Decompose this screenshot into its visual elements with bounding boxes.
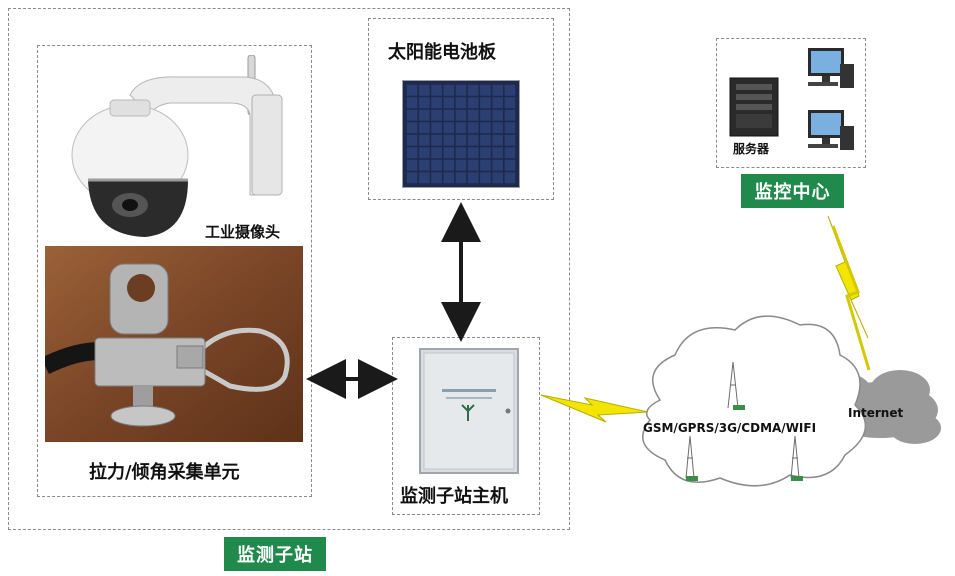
solar-cell bbox=[406, 109, 418, 121]
server-label: 服务器 bbox=[733, 142, 770, 156]
solar-cell bbox=[419, 97, 430, 109]
solar-cell bbox=[419, 84, 430, 96]
sensor-label: 拉力/倾角采集单元 bbox=[89, 462, 240, 483]
solar-cell bbox=[431, 84, 442, 96]
center-frame bbox=[716, 38, 866, 168]
solar-cell bbox=[455, 84, 467, 96]
solar-cell bbox=[480, 147, 491, 159]
solar-cell bbox=[492, 172, 503, 184]
solar-cell bbox=[443, 122, 455, 134]
solar-frame bbox=[368, 18, 554, 200]
solar-cell bbox=[406, 122, 418, 134]
solar-cell bbox=[467, 134, 479, 146]
sensor-frame bbox=[37, 45, 312, 497]
solar-cell bbox=[504, 134, 516, 146]
solar-cell bbox=[406, 84, 418, 96]
solar-cell bbox=[455, 109, 467, 121]
solar-cell bbox=[504, 109, 516, 121]
solar-cell bbox=[443, 97, 455, 109]
solar-cell bbox=[431, 147, 442, 159]
substation-tag: 监测子站 bbox=[224, 537, 326, 571]
solar-cell bbox=[406, 147, 418, 159]
solar-cell bbox=[467, 97, 479, 109]
solar-cell bbox=[431, 134, 442, 146]
solar-cell bbox=[419, 122, 430, 134]
solar-cell bbox=[480, 172, 491, 184]
solar-cell bbox=[504, 159, 516, 171]
solar-cell bbox=[431, 109, 442, 121]
gsm-cloud bbox=[641, 315, 867, 487]
host-label: 监测子站主机 bbox=[400, 486, 508, 507]
solar-cell bbox=[431, 122, 442, 134]
solar-cell bbox=[419, 159, 430, 171]
sensor-image bbox=[45, 246, 303, 442]
solar-cell bbox=[431, 172, 442, 184]
solar-cell bbox=[455, 159, 467, 171]
solar-cell bbox=[492, 97, 503, 109]
computers-image bbox=[722, 42, 862, 162]
solar-cell bbox=[504, 172, 516, 184]
lightning-host-gsm bbox=[540, 394, 649, 423]
solar-cell bbox=[504, 97, 516, 109]
solar-cell bbox=[455, 122, 467, 134]
center-tag: 监控中心 bbox=[741, 174, 844, 208]
solar-cell bbox=[443, 159, 455, 171]
solar-cell bbox=[431, 97, 442, 109]
solar-cell bbox=[480, 159, 491, 171]
solar-cell bbox=[455, 97, 467, 109]
solar-cell bbox=[467, 172, 479, 184]
solar-cell bbox=[406, 134, 418, 146]
solar-cell bbox=[467, 159, 479, 171]
solar-cell bbox=[431, 159, 442, 171]
solar-cell bbox=[443, 147, 455, 159]
solar-cell bbox=[419, 109, 430, 121]
solar-cell bbox=[406, 159, 418, 171]
solar-cell bbox=[480, 109, 491, 121]
solar-cell bbox=[406, 97, 418, 109]
solar-cell bbox=[467, 122, 479, 134]
solar-cell bbox=[467, 84, 479, 96]
solar-panel-image bbox=[402, 80, 520, 188]
lightning-center-internet bbox=[827, 215, 869, 339]
solar-cell bbox=[492, 122, 503, 134]
solar-cell bbox=[455, 134, 467, 146]
solar-cell bbox=[443, 172, 455, 184]
solar-cell bbox=[443, 109, 455, 121]
host-cabinet-image bbox=[416, 347, 522, 475]
solar-cell bbox=[480, 84, 491, 96]
cloud-label: GSM/GPRS/3G/CDMA/WIFI bbox=[643, 421, 817, 435]
solar-cell bbox=[455, 147, 467, 159]
solar-cell bbox=[492, 134, 503, 146]
solar-label: 太阳能电池板 bbox=[388, 42, 496, 63]
solar-cell bbox=[419, 134, 430, 146]
solar-cell bbox=[492, 109, 503, 121]
solar-cell bbox=[504, 84, 516, 96]
solar-cell bbox=[443, 134, 455, 146]
solar-cell bbox=[492, 84, 503, 96]
solar-cell bbox=[467, 147, 479, 159]
solar-cell bbox=[480, 97, 491, 109]
solar-cell bbox=[504, 147, 516, 159]
solar-cell bbox=[467, 109, 479, 121]
solar-cell bbox=[419, 147, 430, 159]
solar-cell bbox=[480, 122, 491, 134]
solar-cell bbox=[406, 172, 418, 184]
solar-cell bbox=[455, 172, 467, 184]
solar-cell bbox=[492, 147, 503, 159]
solar-cell bbox=[480, 134, 491, 146]
solar-cell bbox=[443, 84, 455, 96]
solar-cell bbox=[419, 172, 430, 184]
substation-frame bbox=[8, 8, 570, 530]
solar-cell bbox=[504, 122, 516, 134]
solar-cell bbox=[492, 159, 503, 171]
camera-image bbox=[70, 55, 300, 240]
internet-label: Internet bbox=[848, 406, 904, 420]
camera-label: 工业摄像头 bbox=[205, 223, 281, 241]
